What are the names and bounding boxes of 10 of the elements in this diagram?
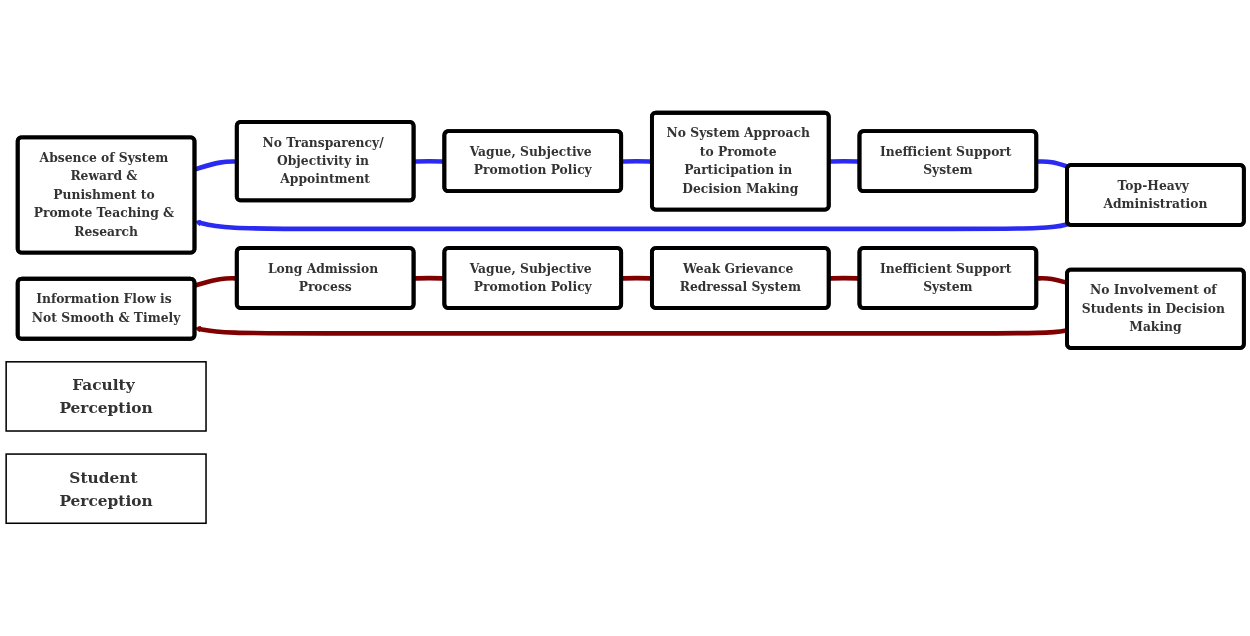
connector (413, 275, 445, 281)
connector (829, 275, 860, 281)
connector (194, 159, 238, 172)
connector (621, 159, 653, 164)
connector (413, 159, 445, 164)
connector (194, 276, 238, 288)
connector (621, 275, 653, 281)
node-box: Student Perception (5, 453, 207, 525)
node-box: Faculty Perception (5, 361, 207, 432)
connector (829, 159, 860, 164)
